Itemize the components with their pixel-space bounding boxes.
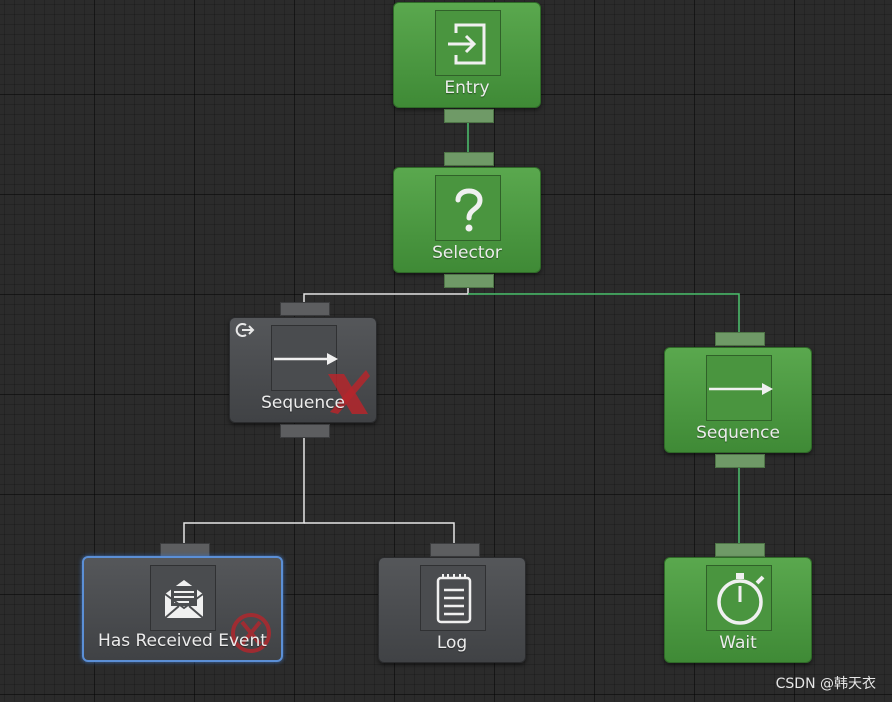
sequence-right-input-port[interactable] (715, 332, 765, 346)
node-label: Wait (719, 633, 757, 653)
has-received-event-input-port[interactable] (160, 543, 210, 557)
node-label: Log (436, 633, 468, 653)
sequence-right-output-port[interactable] (715, 454, 765, 468)
selector-input-port[interactable] (444, 152, 494, 166)
sequence-left-input-port[interactable] (280, 302, 330, 316)
envelope-icon (150, 565, 216, 631)
wire-selector-sequence-left (303, 287, 469, 302)
node-label: Entry (444, 78, 490, 98)
failure-x-icon (226, 608, 276, 662)
entry-output-port[interactable] (444, 109, 494, 123)
node-label: Sequence (261, 393, 345, 413)
node-label: Has Received Event (98, 631, 267, 651)
entry-icon (435, 10, 501, 76)
log-input-port[interactable] (430, 543, 480, 557)
wire-sequence-log (304, 522, 455, 543)
entry-node[interactable]: Entry (393, 2, 541, 108)
log-node[interactable]: Log (378, 557, 526, 663)
wire-sequence-has-received-event (183, 438, 305, 543)
sequence-right-node[interactable]: Sequence (664, 347, 812, 453)
sequence-left-output-port[interactable] (280, 424, 330, 438)
failure-x-icon (324, 366, 374, 422)
sequence-left-node[interactable]: Sequence (229, 317, 377, 423)
wire-selector-sequence-right (468, 293, 740, 332)
wait-node[interactable]: Wait (664, 557, 812, 663)
repeat-icon (234, 321, 256, 343)
stopwatch-icon (706, 565, 772, 631)
question-mark-icon (435, 175, 501, 241)
arrow-right-icon (271, 325, 338, 391)
has-received-event-node[interactable]: Has Received Event (82, 556, 283, 662)
node-label: Selector (432, 243, 502, 263)
wait-input-port[interactable] (715, 543, 765, 557)
arrow-right-icon (706, 355, 773, 421)
watermark-text: CSDN @韩天衣 (775, 676, 876, 692)
node-label: Sequence (696, 423, 780, 443)
selector-node[interactable]: Selector (393, 167, 541, 273)
clipboard-icon (420, 565, 486, 631)
selector-output-port[interactable] (444, 274, 494, 288)
